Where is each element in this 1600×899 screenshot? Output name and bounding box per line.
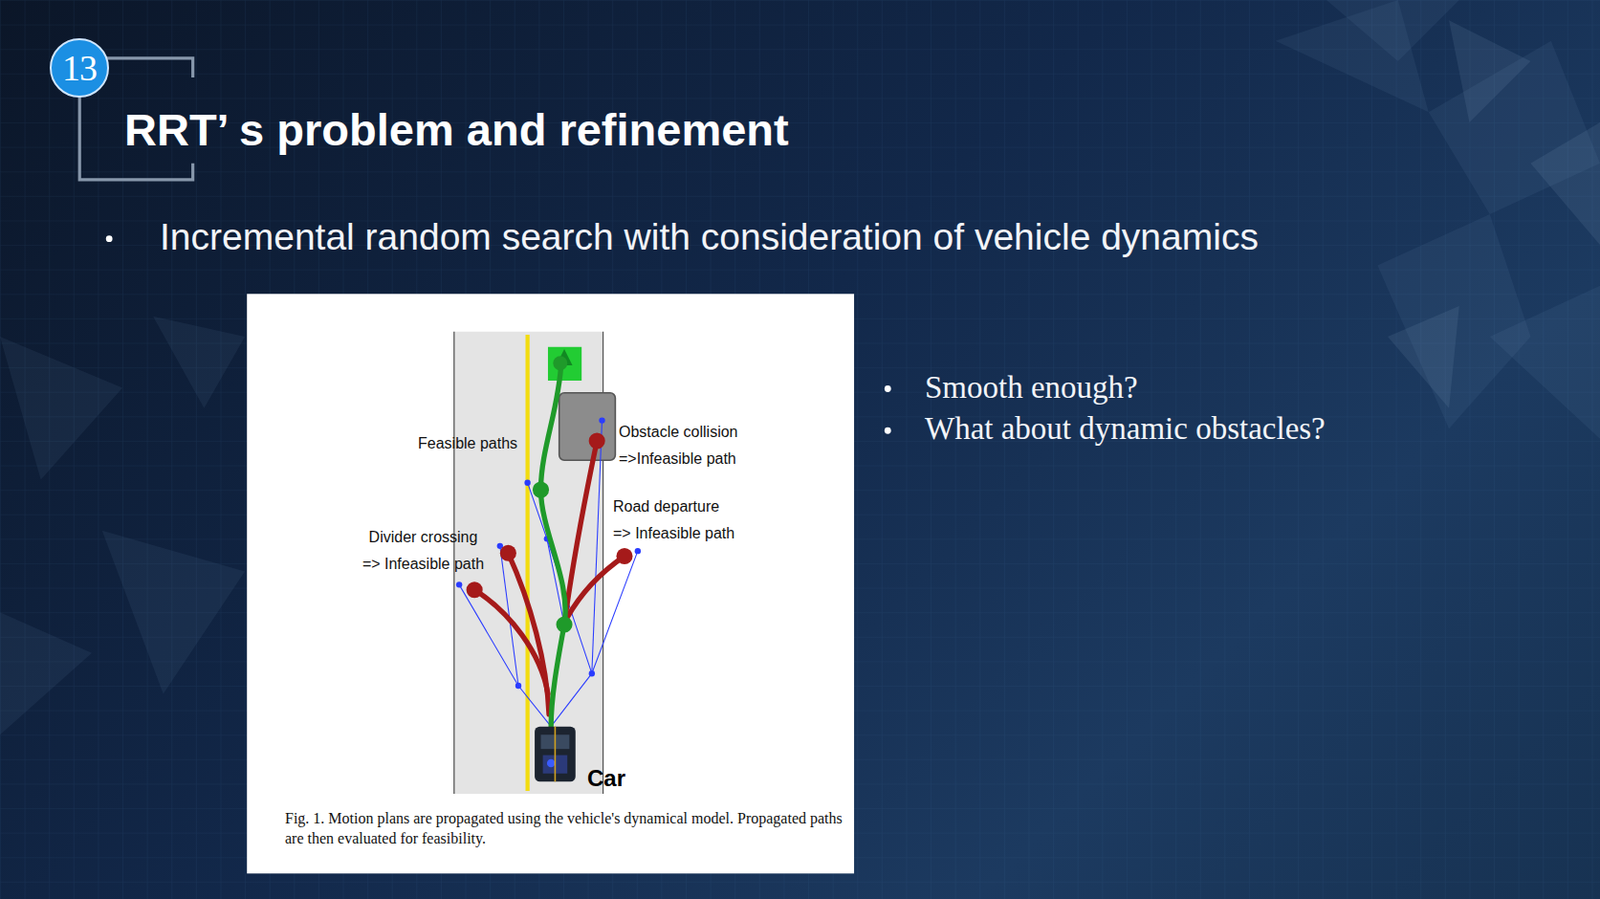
- slide-title: RRT’ s problem and refinement: [124, 103, 790, 156]
- figure-label: Road departure => Infeasible path: [613, 493, 739, 548]
- figure-panel: [246, 293, 855, 874]
- bullet-dot: [884, 427, 892, 435]
- figure-label: Feasible paths: [417, 435, 518, 453]
- figure-caption: Fig. 1. Motion plans are propagated usin…: [284, 809, 845, 850]
- bullet-dot: [884, 385, 892, 393]
- bullet-text: Smooth enough?: [924, 370, 1139, 406]
- bullet-text: Incremental random search with considera…: [159, 216, 1259, 259]
- car-label: Car: [587, 765, 626, 792]
- figure-label: Obstacle collision =>Infeasible path: [618, 418, 745, 473]
- slide-number-badge: 13: [49, 38, 110, 98]
- bullet-dot: [106, 235, 113, 242]
- badge-number: 13: [62, 46, 97, 89]
- bullet-text: What about dynamic obstacles?: [924, 411, 1326, 447]
- figure-label: Divider crossing => Infeasible path: [360, 524, 486, 578]
